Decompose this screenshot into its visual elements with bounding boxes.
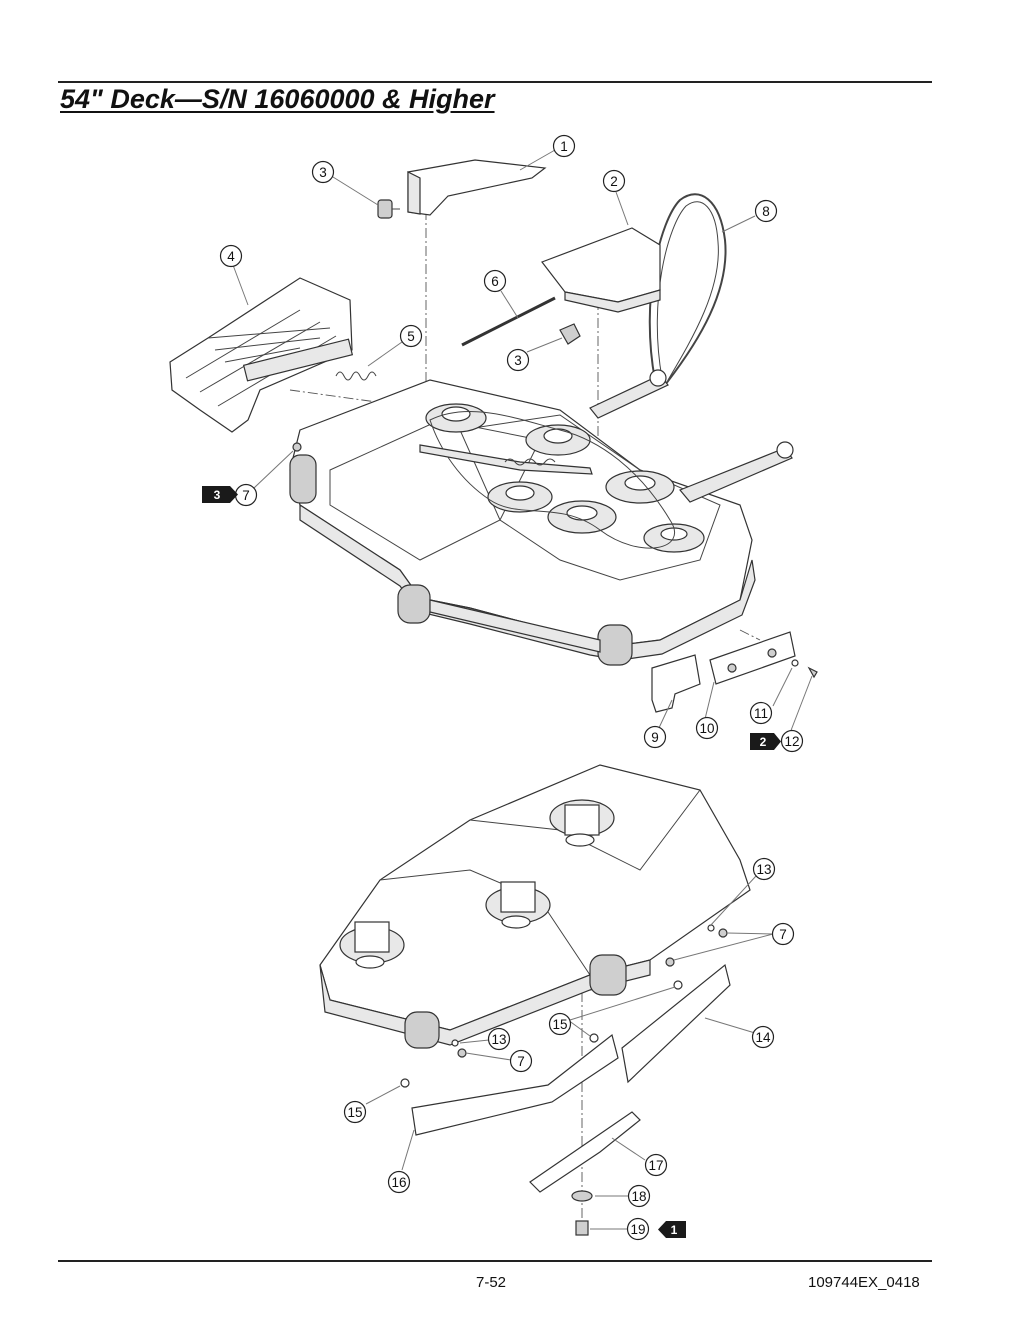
svg-text:7: 7 xyxy=(242,488,250,503)
svg-text:17: 17 xyxy=(648,1158,663,1173)
callout-5: 5 xyxy=(399,324,423,348)
svg-text:15: 15 xyxy=(552,1017,567,1032)
callout-2: 2 xyxy=(602,169,626,193)
callout-9: 9 xyxy=(643,725,667,749)
callout-3: 3 xyxy=(506,348,530,372)
svg-text:6: 6 xyxy=(491,274,499,289)
carriage-bolt xyxy=(807,666,818,679)
chute-spring xyxy=(335,371,377,381)
svg-text:7: 7 xyxy=(779,927,787,942)
svg-text:8: 8 xyxy=(762,204,770,219)
svg-text:11: 11 xyxy=(754,706,768,721)
baffle-small xyxy=(651,654,701,713)
callout-13: 13 xyxy=(752,857,776,881)
reference-flag-3: 3 xyxy=(202,486,238,503)
discharge-chute xyxy=(169,277,354,433)
svg-text:1: 1 xyxy=(560,139,568,154)
callout-7: 7 xyxy=(771,922,795,946)
svg-text:3: 3 xyxy=(514,353,522,368)
callout-12: 12 xyxy=(780,729,804,753)
idler-arm xyxy=(419,369,794,503)
callout-7: 7 xyxy=(234,483,258,507)
svg-text:9: 9 xyxy=(651,730,659,745)
callout-3: 3 xyxy=(311,160,335,184)
svg-text:12: 12 xyxy=(784,734,799,749)
carriage-bolt xyxy=(589,1033,599,1043)
svg-text:2: 2 xyxy=(610,174,618,189)
svg-text:4: 4 xyxy=(227,249,235,264)
callout-6: 6 xyxy=(483,269,507,293)
svg-text:13: 13 xyxy=(491,1032,506,1047)
callout-10: 10 xyxy=(695,716,719,740)
callout-19: 19 xyxy=(626,1217,650,1241)
belt-cover-left xyxy=(407,159,547,216)
callout-15: 15 xyxy=(343,1100,367,1124)
callout-7: 7 xyxy=(509,1049,533,1073)
svg-text:19: 19 xyxy=(630,1222,645,1237)
callout-15: 15 xyxy=(548,1012,572,1036)
svg-text:16: 16 xyxy=(391,1175,406,1190)
reference-flag-2: 2 xyxy=(750,733,781,750)
flat-washer xyxy=(451,1039,459,1047)
callout-8: 8 xyxy=(754,199,778,223)
blade-washer xyxy=(571,1190,593,1202)
page-title: 54" Deck—S/N 16060000 & Higher xyxy=(60,84,495,114)
svg-text:13: 13 xyxy=(756,862,771,877)
flat-washer xyxy=(791,659,799,667)
callout-1: 1 xyxy=(552,134,576,158)
callout-11: 11 xyxy=(749,701,773,725)
svg-text:3: 3 xyxy=(319,165,327,180)
svg-text:1: 1 xyxy=(671,1223,678,1237)
flat-washer xyxy=(707,924,715,932)
callout-16: 16 xyxy=(387,1170,411,1194)
cover-knob-upper xyxy=(377,199,400,219)
mower-deck-top xyxy=(289,379,756,666)
svg-text:15: 15 xyxy=(347,1105,362,1120)
svg-text:5: 5 xyxy=(407,329,415,344)
callout-18: 18 xyxy=(627,1184,651,1208)
callout-13: 13 xyxy=(487,1027,511,1051)
bottom-rule xyxy=(58,1260,932,1262)
cutting-blade xyxy=(529,1111,641,1193)
hex-nut xyxy=(292,442,302,452)
hex-nut xyxy=(718,928,728,938)
mower-deck-underside xyxy=(319,764,751,1049)
support-rod xyxy=(461,296,556,347)
assembly-centerline xyxy=(739,629,761,641)
svg-text:10: 10 xyxy=(699,721,714,736)
blade-bolt xyxy=(575,1220,589,1236)
svg-text:7: 7 xyxy=(517,1054,525,1069)
svg-text:18: 18 xyxy=(631,1189,646,1204)
svg-text:2: 2 xyxy=(760,735,767,749)
callout-17: 17 xyxy=(644,1153,668,1177)
svg-text:14: 14 xyxy=(755,1030,771,1045)
baffle-plate xyxy=(709,631,796,685)
rear-baffle xyxy=(621,963,731,1084)
top-rule xyxy=(58,81,932,83)
callout-14: 14 xyxy=(751,1025,775,1049)
document-id: 109744EX_0418 xyxy=(808,1274,920,1291)
leader-lines xyxy=(232,149,813,1230)
hex-nut xyxy=(457,1048,467,1058)
callout-4: 4 xyxy=(219,244,243,268)
reference-flag-1: 1 xyxy=(658,1221,686,1238)
front-baffle xyxy=(411,1033,619,1136)
page-number: 7-52 xyxy=(476,1274,507,1291)
carriage-bolt xyxy=(400,1078,410,1088)
carriage-bolt xyxy=(673,980,683,990)
hex-nut xyxy=(665,957,675,967)
svg-text:3: 3 xyxy=(214,488,221,502)
belt-cover-right xyxy=(541,227,661,313)
cover-knob-lower xyxy=(559,323,581,345)
